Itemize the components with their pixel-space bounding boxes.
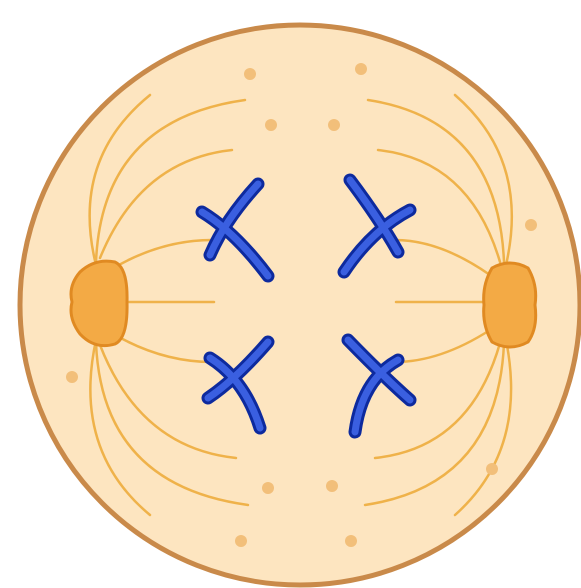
granule <box>525 219 537 231</box>
granule <box>265 119 277 131</box>
granule <box>486 463 498 475</box>
granule <box>235 535 247 547</box>
granule <box>326 480 338 492</box>
granule <box>244 68 256 80</box>
granule <box>66 371 78 383</box>
granule <box>345 535 357 547</box>
centrosome-right <box>484 263 536 347</box>
granule <box>355 63 367 75</box>
granule <box>262 482 274 494</box>
granule <box>328 119 340 131</box>
centrosome-left <box>71 261 127 346</box>
